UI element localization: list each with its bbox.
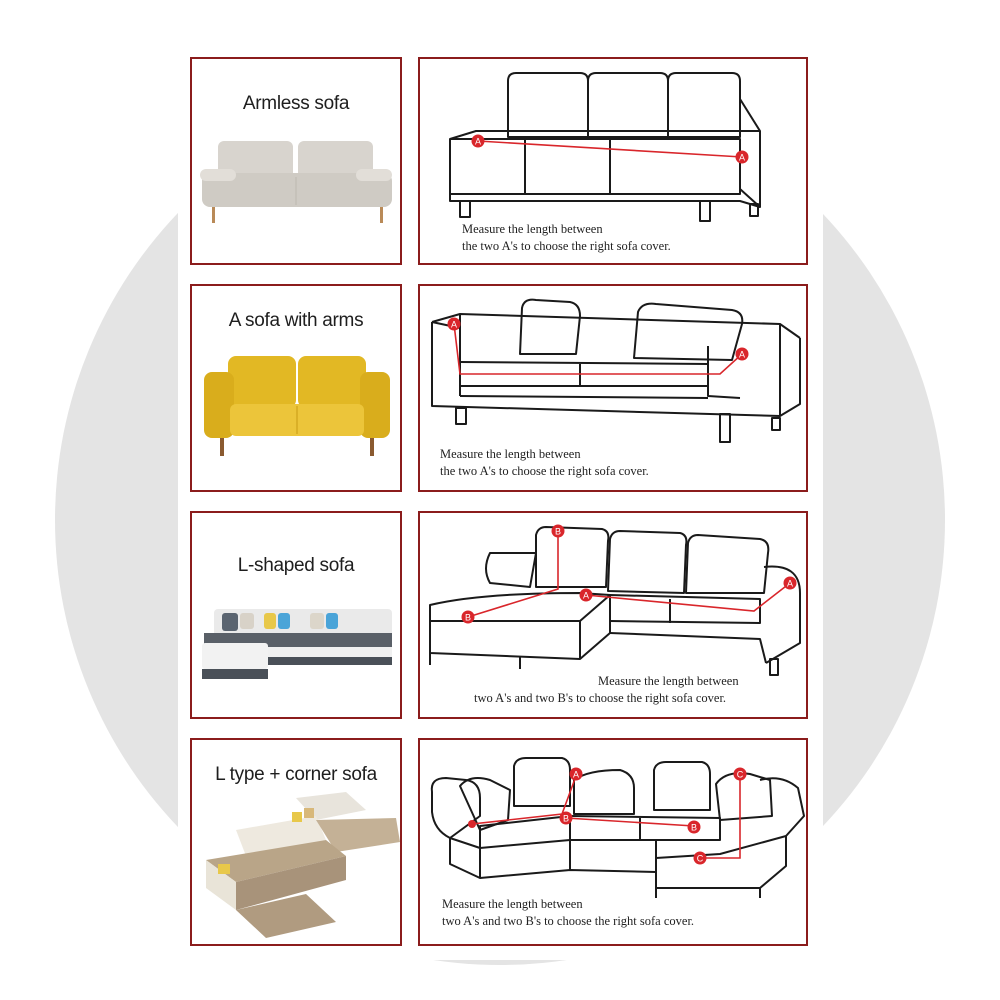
svg-text:C: C	[697, 854, 704, 864]
svg-text:A: A	[451, 320, 457, 330]
row1-caption-line2: the two A's to choose the right sofa cov…	[462, 239, 671, 253]
row2-label-panel: A sofa with arms	[190, 284, 402, 492]
row3-caption-line1: Measure the length between	[598, 674, 739, 688]
row4-caption-line2: two A's and two B's to choose the right …	[442, 914, 695, 928]
row3-label: L-shaped sofa	[237, 555, 355, 576]
marker-a-left: A	[471, 134, 485, 148]
row4-diagram-panel: A B B C C Measure the length between two…	[418, 738, 808, 946]
svg-text:A: A	[739, 350, 745, 360]
row1-diagram-panel: A A Measure the length between the two A…	[418, 57, 808, 265]
marker-a-left: A	[579, 588, 593, 602]
svg-text:A: A	[475, 137, 481, 147]
marker-b-top: B	[551, 524, 565, 538]
svg-text:B: B	[563, 814, 569, 824]
row3-diagram-panel: B A A B Measure the length between two A…	[418, 511, 808, 719]
row2-label: A sofa with arms	[228, 310, 364, 331]
svg-text:A: A	[583, 591, 589, 601]
yellow-sofa-photo	[204, 356, 390, 456]
arms-sofa-diagram: A A	[431, 298, 801, 443]
corner-sofa-photo	[206, 792, 400, 938]
marker-a-right: A	[735, 347, 749, 361]
row2-diagram-panel: A A Measure the length between the two A…	[418, 284, 808, 492]
row4-caption-line1: Measure the length between	[442, 897, 583, 911]
row2-caption-line2: the two A's to choose the right sofa cov…	[440, 464, 649, 478]
marker-c-top: C	[733, 767, 747, 781]
armless-sofa-photo	[200, 141, 392, 223]
corner-sofa-diagram: A B B C C	[430, 757, 805, 898]
marker-a-right: A	[783, 576, 797, 590]
row3-label-panel: L-shaped sofa	[190, 511, 402, 719]
row2-caption-line1: Measure the length between	[440, 447, 581, 461]
row3-caption-line2: two A's and two B's to choose the right …	[474, 691, 727, 705]
svg-text:B: B	[691, 823, 697, 833]
row1-caption-line1: Measure the length between	[462, 222, 603, 236]
svg-text:B: B	[555, 527, 561, 537]
marker-a-right: A	[735, 150, 749, 164]
svg-text:A: A	[573, 770, 579, 780]
marker-a-left: A	[447, 317, 461, 331]
l-shaped-sofa-photo	[202, 609, 392, 679]
svg-text:B: B	[465, 613, 471, 623]
svg-text:A: A	[739, 153, 745, 163]
svg-text:C: C	[737, 770, 744, 780]
l-shaped-sofa-diagram: B A A B	[429, 524, 801, 676]
marker-b-left: B	[559, 811, 573, 825]
row4-label: L type + corner sofa	[215, 764, 377, 785]
marker-a-top: A	[569, 767, 583, 781]
row1-label-panel: Armless sofa	[190, 57, 402, 265]
row1-label: Armless sofa	[242, 93, 350, 114]
armless-sofa-diagram: A A	[449, 72, 761, 222]
svg-text:A: A	[787, 579, 793, 589]
row4-label-panel: L type + corner sofa	[190, 738, 402, 946]
marker-b-right: B	[687, 820, 701, 834]
marker-b-left: B	[461, 610, 475, 624]
marker-c-bottom: C	[693, 851, 707, 865]
